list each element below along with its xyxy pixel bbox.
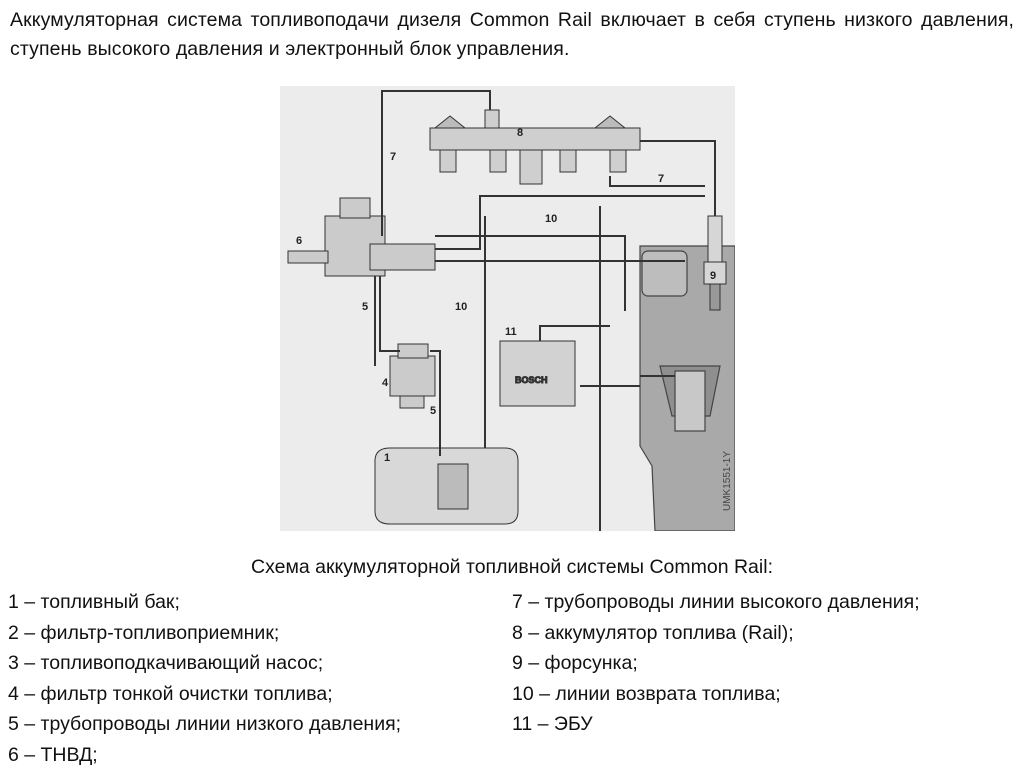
legend-right-column: 7 – трубопроводы линии высокого давления… [512, 587, 920, 740]
svg-text:8: 8 [517, 127, 523, 139]
legend-item: 8 – аккумулятор топлива (Rail); [512, 618, 920, 649]
svg-text:6: 6 [296, 235, 302, 247]
svg-text:10: 10 [455, 301, 467, 313]
fuel-filter [390, 344, 435, 408]
high-pressure-pump [288, 198, 435, 276]
ecu: BOSCH [500, 341, 575, 406]
svg-text:10: 10 [545, 213, 557, 225]
legend-item: 7 – трубопроводы линии высокого давления… [512, 587, 920, 618]
legend-item: 10 – линии возврата топлива; [512, 679, 920, 710]
svg-text:7: 7 [658, 173, 664, 185]
svg-text:9: 9 [710, 270, 716, 282]
legend-item: 1 – топливный бак; [8, 587, 401, 618]
legend-left-column: 1 – топливный бак; 2 – фильтр-топливопри… [8, 587, 401, 770]
svg-text:7: 7 [390, 151, 396, 163]
legend-item: 3 – топливоподкачивающий насос; [8, 648, 401, 679]
fuel-rail [430, 110, 640, 184]
svg-text:5: 5 [362, 301, 368, 313]
legend-item: 11 – ЭБУ [512, 709, 920, 740]
legend-item: 2 – фильтр-топливоприемник; [8, 618, 401, 649]
common-rail-diagram: BOSCH 1 4 5 5 [280, 86, 735, 531]
figure-caption: Схема аккумуляторной топливной системы C… [0, 553, 1024, 581]
svg-text:11: 11 [505, 326, 517, 338]
legend-item: 9 – форсунка; [512, 648, 920, 679]
svg-text:BOSCH: BOSCH [515, 375, 548, 385]
legend-item: 5 – трубопроводы линии низкого давления; [8, 709, 401, 740]
svg-text:5: 5 [430, 405, 436, 417]
intro-paragraph: Аккумуляторная система топливоподачи диз… [10, 6, 1014, 64]
figure-code: UMK1551-1Y [722, 451, 733, 511]
svg-text:4: 4 [382, 377, 389, 389]
legend-item: 6 – ТНВД; [8, 740, 401, 770]
legend-item: 4 – фильтр тонкой очистки топлива; [8, 679, 401, 710]
svg-text:1: 1 [384, 452, 390, 464]
fuel-tank [375, 448, 518, 524]
engine-block [640, 246, 735, 531]
